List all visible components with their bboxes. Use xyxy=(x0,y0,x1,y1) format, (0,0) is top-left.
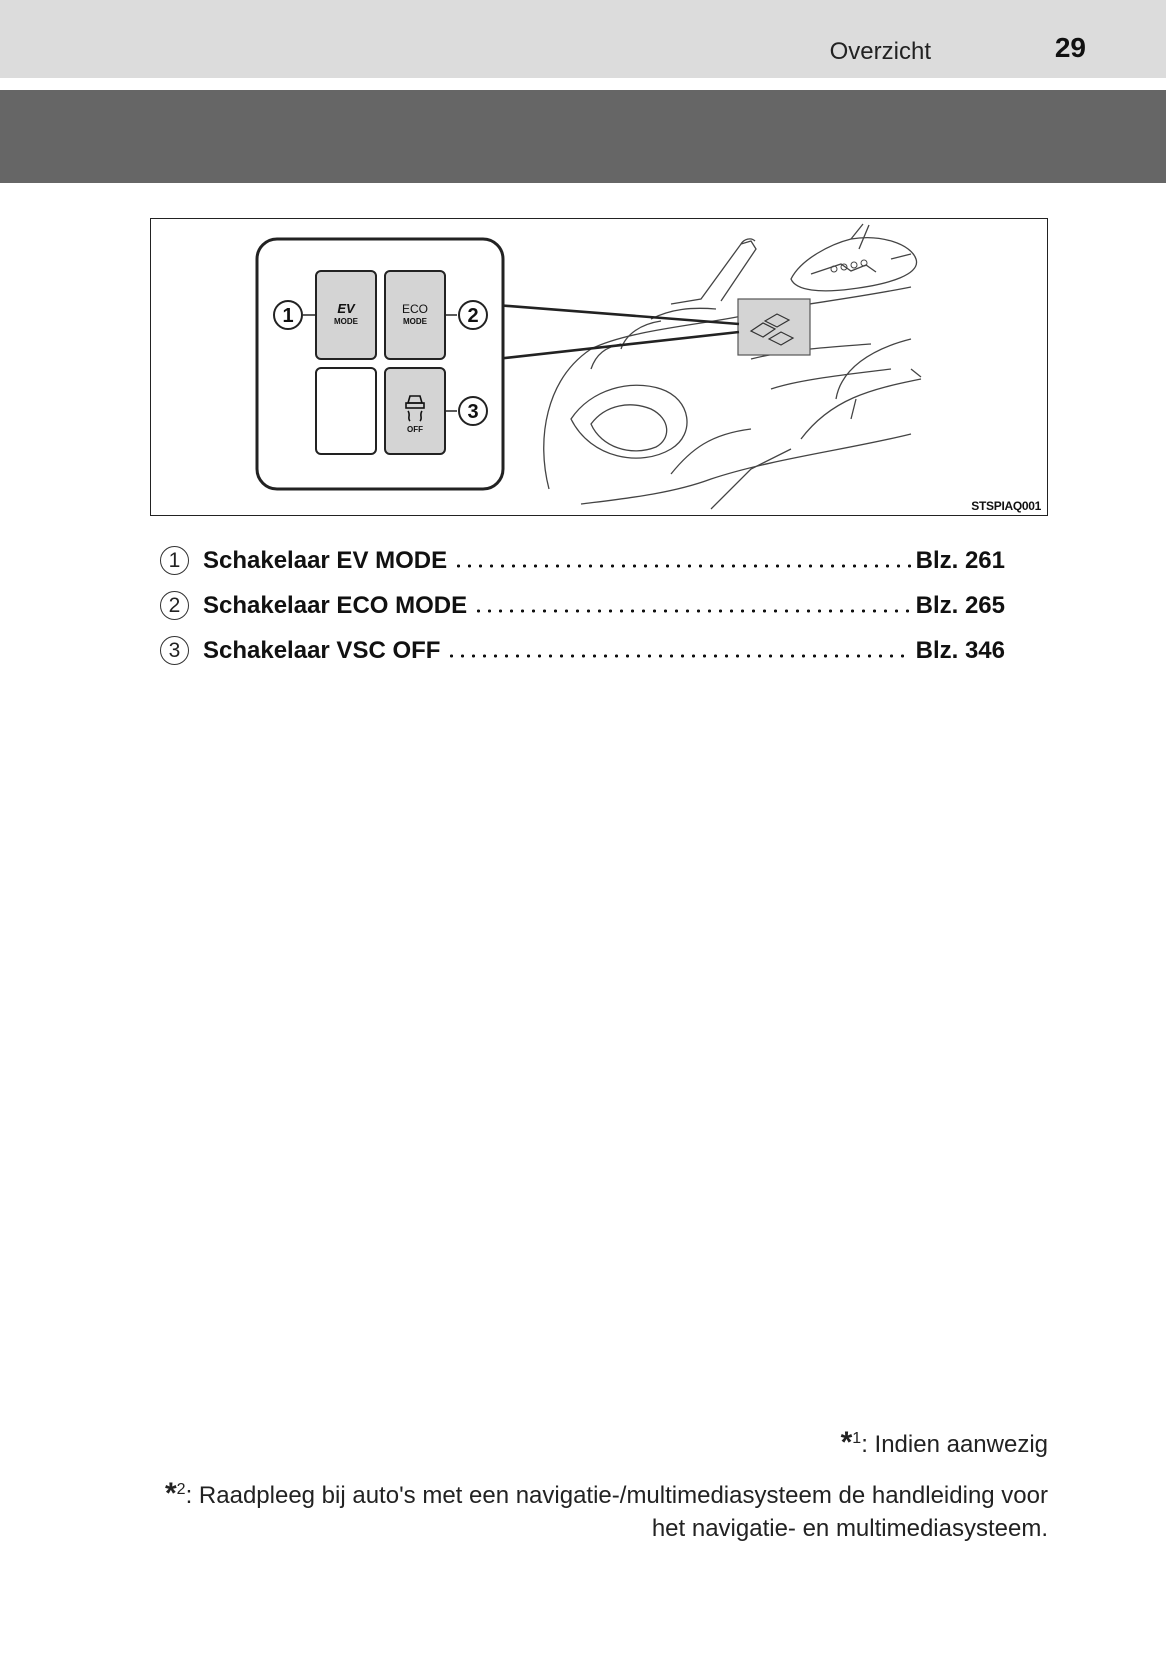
figure-code: STSPIAQ001 xyxy=(971,499,1041,513)
callout-3 xyxy=(458,396,488,426)
section-title: Overzicht xyxy=(829,38,931,65)
footnotes: *1: Indien aanwezig *2: Raadpleeg bij au… xyxy=(148,1422,1048,1557)
ev-button-subtext: MODE xyxy=(334,317,359,326)
item-label: Schakelaar VSC OFF xyxy=(203,636,441,664)
callout-1 xyxy=(273,300,303,330)
page-number: 29 xyxy=(1054,32,1086,63)
list-item: 3 Schakelaar VSC OFF Blz. 346 xyxy=(160,628,1005,673)
footnote-number: 1 xyxy=(852,1430,862,1447)
page-reference: Blz. 265 xyxy=(915,591,1005,619)
list-item: 1 Schakelaar EV MODE Blz. 261 xyxy=(160,538,1005,583)
index-list: 1 Schakelaar EV MODE Blz. 261 2 Schakela… xyxy=(160,538,1005,673)
vsc-off-text: OFF xyxy=(407,425,423,434)
callout-2 xyxy=(458,300,488,330)
dot-leader xyxy=(446,652,912,659)
footnote-marker: * xyxy=(840,1426,853,1459)
callout-2-label: 2 xyxy=(467,305,478,327)
callout-1-label: 1 xyxy=(282,305,293,327)
page-reference: Blz. 261 xyxy=(915,546,1005,574)
item-label: Schakelaar ECO MODE xyxy=(203,591,468,619)
footnote-text: : Indien aanwezig xyxy=(861,1431,1048,1458)
footnote-marker: * xyxy=(164,1477,177,1510)
item-number: 2 xyxy=(160,591,189,620)
vsc-off-switch xyxy=(384,367,446,455)
footnote-text: : Raadpleeg bij auto's met een navigatie… xyxy=(185,1482,1048,1542)
footnote-2: *2: Raadpleeg bij auto's met een navigat… xyxy=(148,1473,1048,1545)
callout-3-label: 3 xyxy=(467,401,478,423)
chapter-band xyxy=(0,90,1166,183)
footnote-number: 2 xyxy=(176,1481,186,1498)
page-reference: Blz. 346 xyxy=(915,636,1005,664)
list-item: 2 Schakelaar ECO MODE Blz. 265 xyxy=(160,583,1005,628)
skid-car-icon xyxy=(405,395,425,422)
console-figure: EV MODE ECO MODE OFF 1 2 3 STSPIAQ001 xyxy=(150,218,1048,516)
footnote-1: *1: Indien aanwezig xyxy=(148,1422,1048,1461)
item-number: 1 xyxy=(160,546,189,575)
dot-leader xyxy=(473,607,912,614)
console-illustration: EV MODE ECO MODE OFF 1 2 3 xyxy=(255,223,922,510)
eco-button-text: ECO xyxy=(402,302,428,316)
blank-switch xyxy=(315,367,377,455)
eco-button-subtext: MODE xyxy=(403,317,428,326)
dot-leader xyxy=(453,562,912,569)
header-band xyxy=(0,0,1166,78)
item-label: Schakelaar EV MODE xyxy=(203,546,448,574)
ev-button-text: EV xyxy=(337,301,356,316)
item-number: 3 xyxy=(160,636,189,665)
